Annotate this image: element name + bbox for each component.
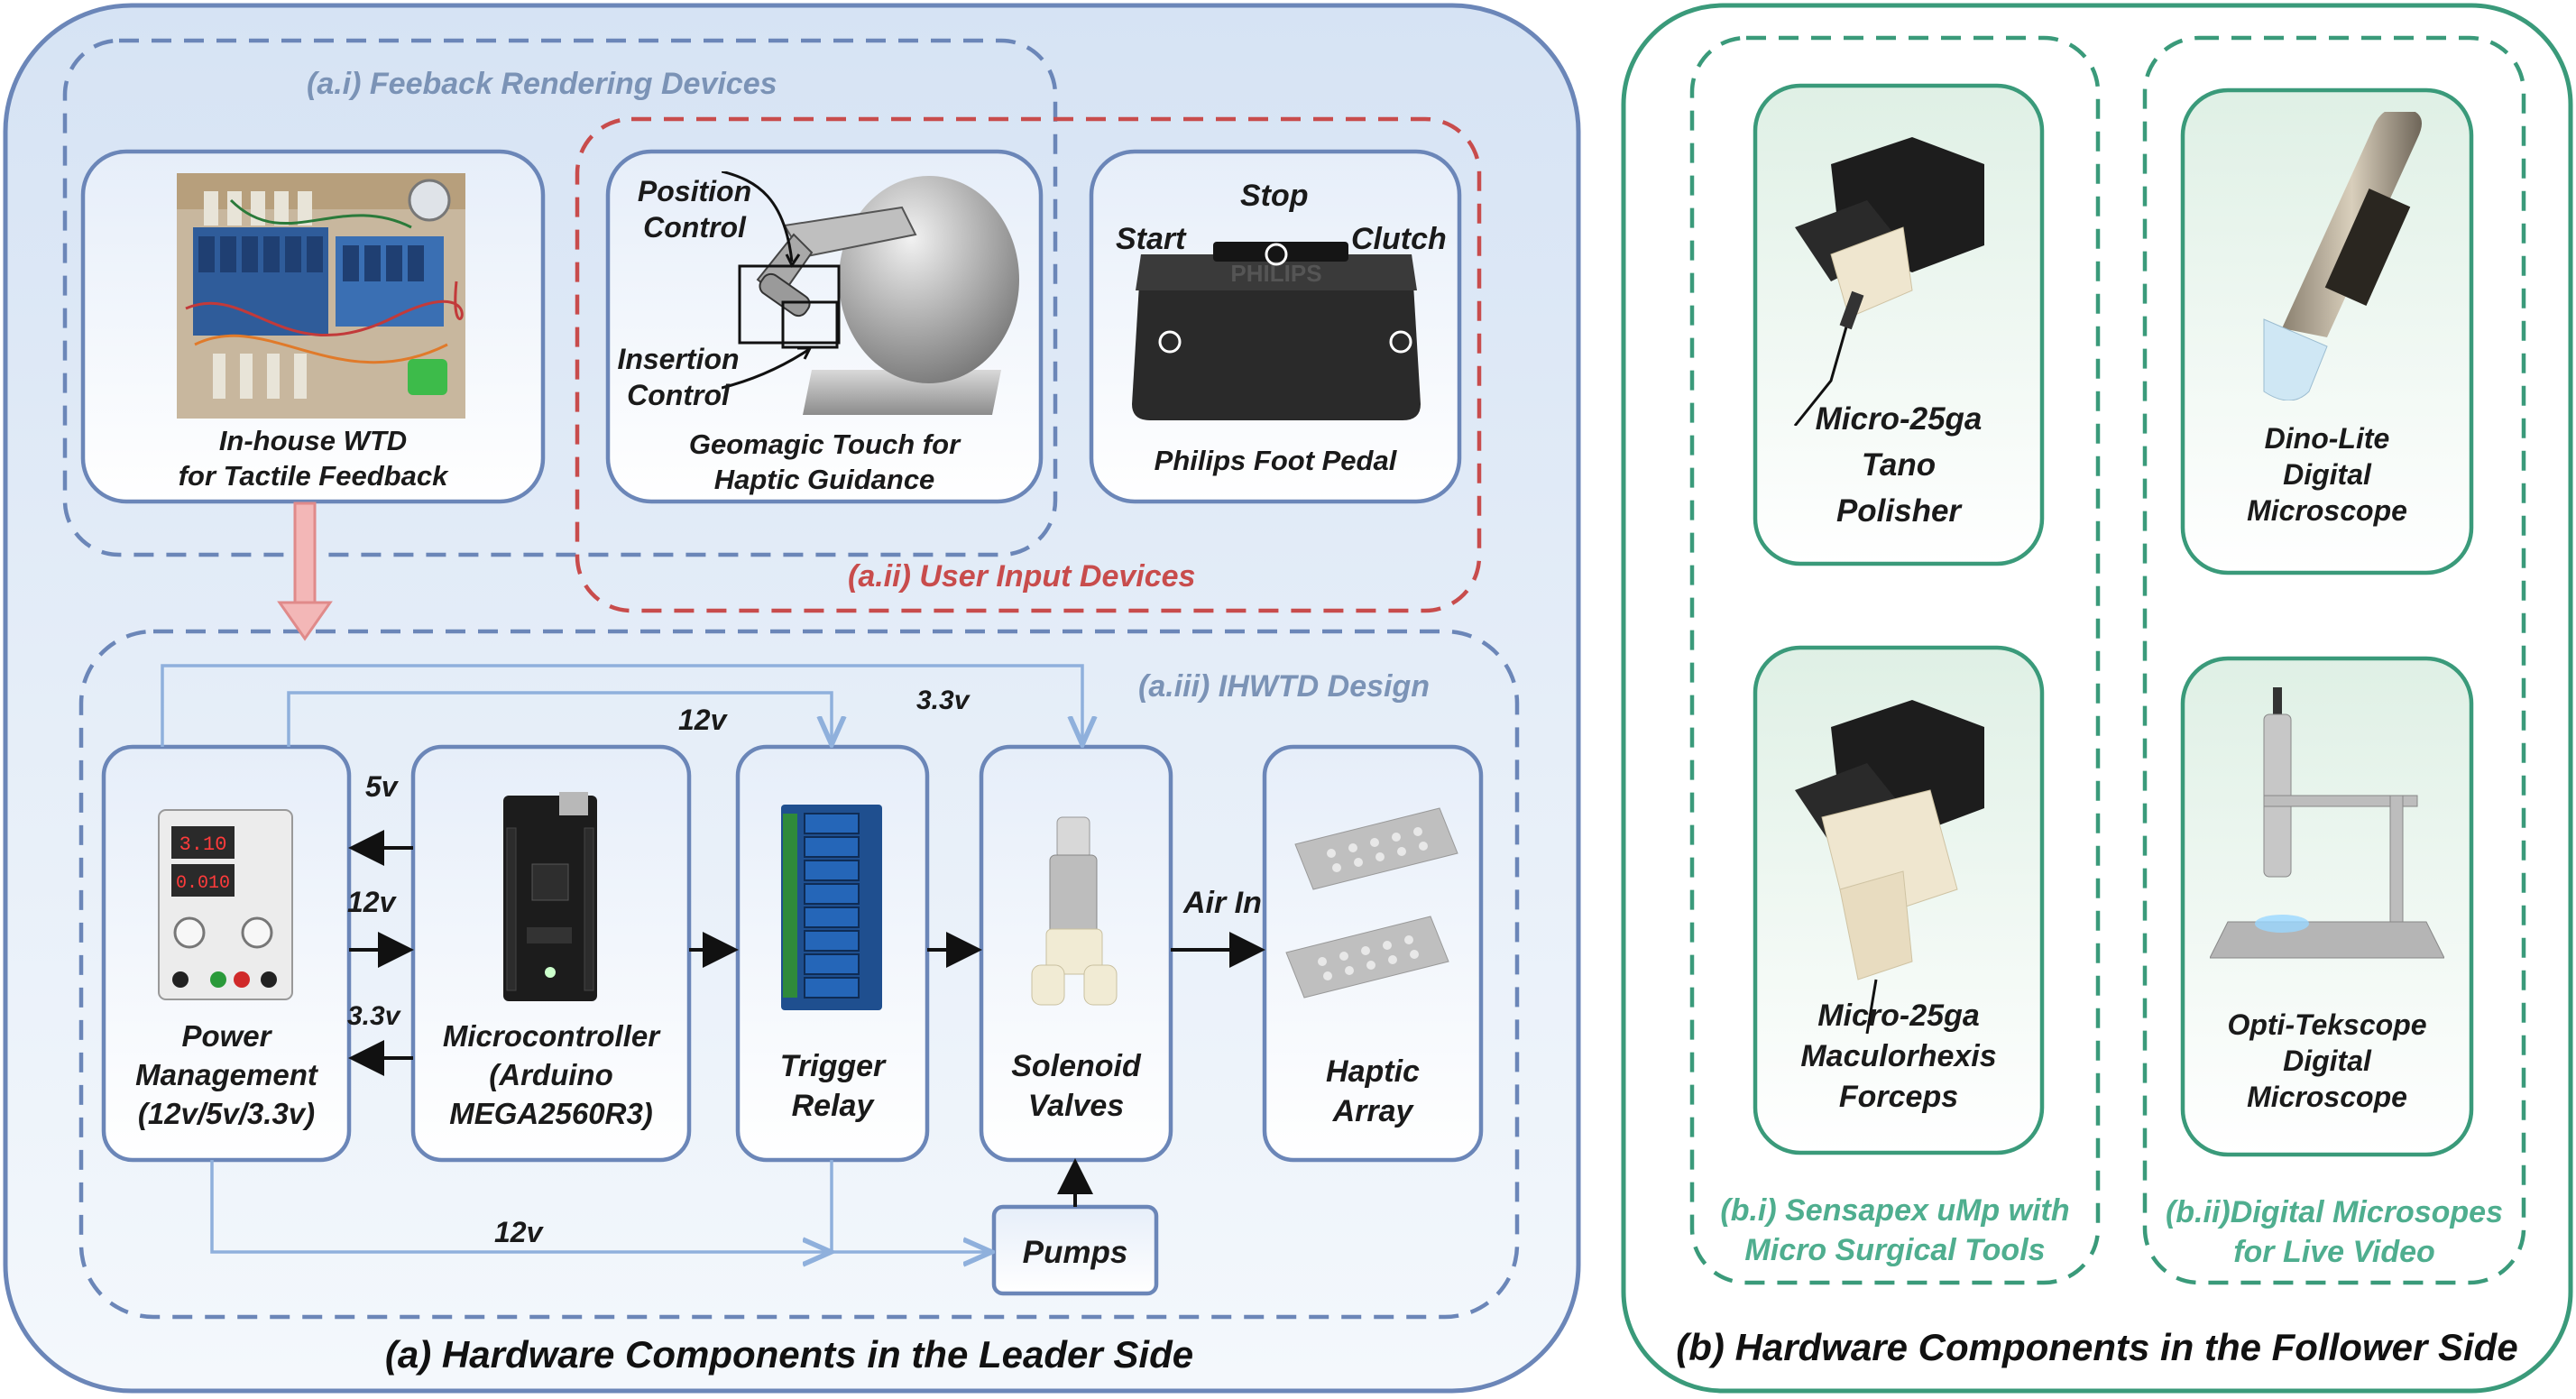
follower-panel-title: (b) Hardware Components in the Follower … <box>1676 1326 2518 1368</box>
tano-card-label: Micro-25ga Tano Polisher <box>1755 397 2042 534</box>
dinolite-microscope-photo <box>2263 112 2422 400</box>
microscope-group-frame <box>2142 35 2526 1285</box>
tano-polisher-photo <box>1793 137 1984 426</box>
user-input-group-frame <box>575 116 1482 613</box>
micro-block-label: Microcontroller (Arduino MEGA2560R3) <box>413 1017 689 1134</box>
forceps-label-line1: Micro-25ga <box>1817 999 1980 1033</box>
foot-pedal-photo: PHILIPS <box>1132 242 1421 420</box>
wtd-label-line1: In-house WTD <box>218 425 408 456</box>
optitek-microscope-photo <box>2210 687 2444 959</box>
haptic-label-line2: Array <box>1332 1094 1413 1129</box>
sensapex-label-line1: (b.i) Sensapex uMp with <box>1720 1193 2070 1228</box>
relay-block-label: Trigger Relay <box>738 1046 927 1126</box>
haptic-label-line1: Haptic <box>1326 1054 1420 1089</box>
pedal-stop-label: Stop <box>1240 179 1309 213</box>
sensapex-group-frame <box>1689 35 2101 1285</box>
micro-label-line1: Microcontroller <box>442 1019 660 1053</box>
solenoid-label-line2: Valves <box>1027 1089 1125 1124</box>
power-label-line1: Power <box>181 1019 271 1053</box>
pedal-card-label: Philips Foot Pedal <box>1154 445 1397 476</box>
optitek-label-line3: Microscope <box>2247 1081 2407 1113</box>
power-supply-photo: 3.10 0.010 <box>158 809 293 1000</box>
pedal-start-label: Start <box>1116 222 1186 256</box>
relay-label-line1: Trigger <box>779 1049 886 1083</box>
optitek-card-label: Opti-Tekscope Digital Microscope <box>2183 1007 2471 1115</box>
micro-label-line3: MEGA2560R3) <box>449 1096 653 1130</box>
feedback-group-frame <box>62 38 1058 557</box>
haptic-array-photo <box>1285 807 1458 999</box>
tano-label-line3: Polisher <box>1835 492 1962 529</box>
signal-arrows <box>348 830 1265 1207</box>
relay-label-line2: Relay <box>791 1089 874 1124</box>
forceps-photo <box>1795 700 1984 1034</box>
tano-label-line2: Tano <box>1861 446 1937 483</box>
pumps-block-label: Pumps <box>1022 1235 1128 1270</box>
leader-panel-title: (a) Hardware Components in the Leader Si… <box>384 1333 1194 1376</box>
signal-3v3-top-label: 3.3v <box>916 686 970 715</box>
geomagic-label-line1: Geomagic Touch for <box>688 428 961 460</box>
wtd-board-photo <box>177 173 465 419</box>
bottom-power-lines <box>210 1160 989 1252</box>
wtd-card-label: In-house WTD for Tactile Feedback <box>83 424 543 494</box>
solenoid-block-label: Solenoid Valves <box>981 1046 1171 1126</box>
dinolite-label-line1: Dino-Lite <box>2264 422 2390 455</box>
forceps-label-line3: Forceps <box>1838 1079 1959 1114</box>
optitek-label-line2: Digital <box>2283 1045 2371 1077</box>
pedal-clutch-label: Clutch <box>1351 222 1447 256</box>
position-control-line2: Control <box>643 211 746 244</box>
insertion-control-line1: Insertion <box>617 343 740 375</box>
solenoid-valve-photo <box>1031 816 1118 1006</box>
ihwtd-group-label: (a.iii) IHWTD Design <box>1138 669 1430 704</box>
geomagic-card-label: Geomagic Touch for Haptic Guidance <box>608 428 1041 498</box>
sensapex-group-label: (b.i) Sensapex uMp with Micro Surgical T… <box>1692 1191 2098 1270</box>
relay-board-photo <box>781 805 882 1010</box>
signal-12v-bottom-label: 12v <box>494 1216 543 1248</box>
signal-5v-label: 5v <box>365 770 398 803</box>
microscope-label-line2: for Live Video <box>2233 1235 2435 1270</box>
dinolite-label-line3: Microscope <box>2247 494 2407 527</box>
wtd-label-line2: for Tactile Feedback <box>178 459 448 492</box>
insertion-control-label: Insertion Control <box>606 341 750 413</box>
insertion-control-line2: Control <box>627 379 730 411</box>
power-display-top: 3.10 <box>179 833 227 856</box>
forceps-card-label: Micro-25ga Maculorhexis Forceps <box>1755 996 2042 1118</box>
optitek-card-frame <box>2180 656 2474 1157</box>
microscope-group-label: (b.ii)Digital Microsopes for Live Video <box>2138 1192 2531 1272</box>
position-control-label: Position Control <box>631 173 758 245</box>
air-in-label: Air In <box>1183 886 1262 920</box>
signal-12v-mid-label: 12v <box>347 886 396 918</box>
optitek-label-line1: Opti-Tekscope <box>2227 1008 2427 1041</box>
top-power-lines <box>161 664 1082 747</box>
ihwtd-group-frame <box>78 629 1520 1320</box>
arduino-board-photo <box>503 792 597 1001</box>
haptic-block-label: Haptic Array <box>1265 1052 1481 1131</box>
solenoid-label-line1: Solenoid <box>1011 1049 1141 1083</box>
geomagic-touch-photo <box>722 171 1019 415</box>
forceps-label-line2: Maculorhexis <box>1800 1038 1997 1073</box>
sensapex-label-line2: Micro Surgical Tools <box>1744 1233 2046 1268</box>
wtd-to-ihwtd-arrow <box>277 502 333 641</box>
microscope-label-line1: (b.ii)Digital Microsopes <box>2165 1195 2504 1229</box>
user-input-group-label: (a.ii) User Input Devices <box>848 559 1196 594</box>
power-label-line2: Management <box>135 1057 317 1091</box>
position-control-line1: Position <box>637 175 752 207</box>
feedback-group-label: (a.i) Feeback Rendering Devices <box>307 67 777 101</box>
power-label-line3: (12v/5v/3.3v) <box>137 1096 316 1130</box>
tano-label-line1: Micro-25ga <box>1815 401 1983 437</box>
dinolite-label-line2: Digital <box>2283 458 2371 491</box>
dinolite-card-label: Dino-Lite Digital Microscope <box>2183 420 2471 529</box>
power-block-label: Power Management (12v/5v/3.3v) <box>104 1017 349 1134</box>
power-display-bottom: 0.010 <box>176 873 230 894</box>
signal-3v3-low-label: 3.3v <box>347 1001 400 1031</box>
micro-label-line2: (Arduino <box>489 1057 613 1091</box>
geomagic-label-line2: Haptic Guidance <box>713 463 935 495</box>
signal-12v-top-label: 12v <box>678 704 727 736</box>
